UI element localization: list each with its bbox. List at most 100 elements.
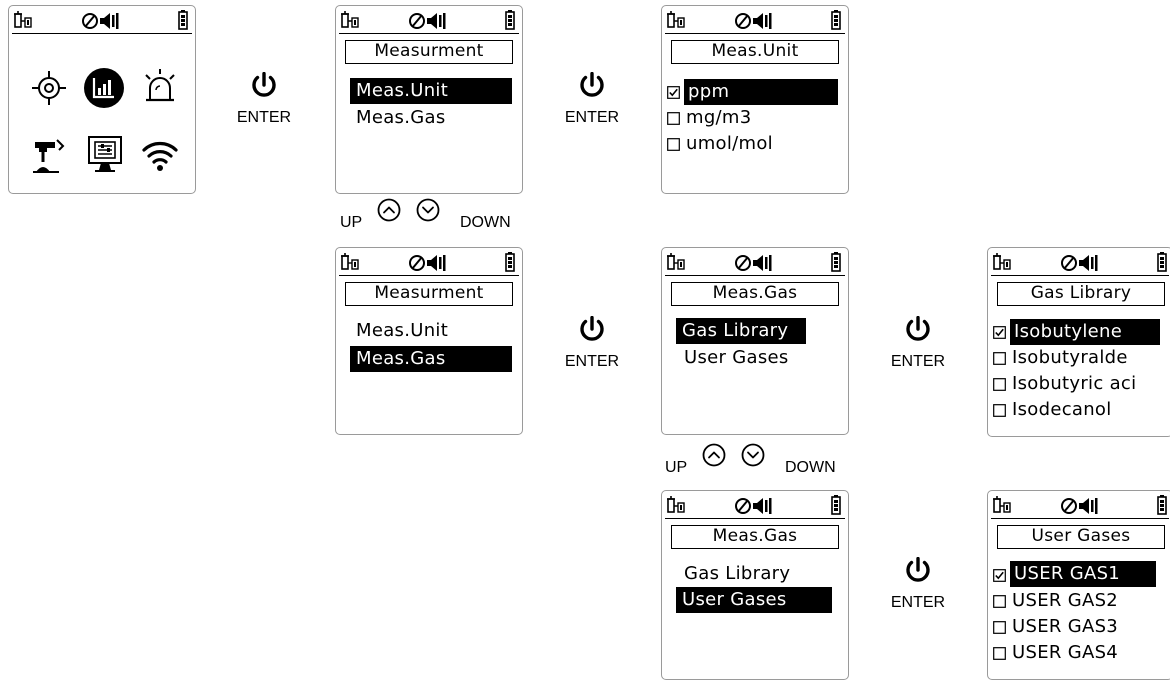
meas-unit-screen: Meas.Unit ppm mg/m3 umol/mol: [661, 5, 849, 194]
enter-step-5: ENTER: [878, 557, 958, 612]
sensor-icon: [667, 11, 685, 28]
screen-title: Measurment: [345, 40, 513, 64]
screen-title: User Gases: [997, 525, 1165, 549]
checked-box-icon[interactable]: [667, 86, 680, 99]
down-label: DOWN: [460, 214, 511, 231]
wifi-icon[interactable]: [140, 136, 180, 176]
up-arrow-icon: [702, 443, 726, 467]
status-bar: [988, 248, 1170, 274]
enter-label: ENTER: [564, 109, 620, 126]
status-divider: [665, 275, 845, 276]
battery-icon: [1157, 495, 1167, 515]
sensor-icon: [667, 253, 685, 270]
status-bar: [336, 248, 522, 274]
sensor-icon: [341, 253, 359, 270]
power-icon: [906, 316, 930, 341]
down-arrow-icon: [741, 443, 765, 467]
status-bar: [9, 6, 195, 32]
screen-title: Meas.Gas: [671, 525, 839, 549]
checkbox-icon[interactable]: [993, 404, 1006, 417]
power-icon: [252, 72, 276, 97]
option-isodecanol[interactable]: Isodecanol: [1012, 399, 1112, 420]
battery-icon: [505, 252, 515, 272]
menu-item-user-gases[interactable]: User Gases: [676, 587, 832, 613]
up-label: UP: [340, 214, 363, 231]
sound-icon: [409, 12, 447, 30]
gas-library-screen: Gas Library Isobutylene Isobutyralde Iso…: [987, 247, 1170, 437]
sound-icon: [1061, 497, 1099, 515]
menu-item-user-gases[interactable]: User Gases: [684, 347, 789, 368]
option-ppm[interactable]: ppm: [684, 79, 838, 105]
battery-icon: [178, 10, 188, 30]
down-arrow-icon: [416, 198, 440, 222]
option-mg-m3[interactable]: mg/m3: [686, 107, 752, 128]
option-user-gas4[interactable]: USER GAS4: [1012, 642, 1119, 663]
down-label: DOWN: [785, 459, 836, 476]
enter-step-1: ENTER: [224, 72, 304, 127]
status-divider: [339, 275, 519, 276]
status-divider: [665, 518, 845, 519]
status-bar: [336, 6, 522, 32]
option-user-gas1[interactable]: USER GAS1: [1010, 561, 1156, 587]
checkbox-icon[interactable]: [993, 621, 1006, 634]
menu-item-meas-unit[interactable]: Meas.Unit: [356, 320, 449, 341]
sensor-icon: [993, 253, 1011, 270]
enter-label: ENTER: [236, 109, 292, 126]
checkbox-icon[interactable]: [667, 112, 680, 125]
option-user-gas2[interactable]: USER GAS2: [1012, 590, 1119, 611]
sensor-icon: [341, 11, 359, 28]
checked-box-icon[interactable]: [993, 326, 1006, 339]
enter-step-3: ENTER: [552, 316, 632, 371]
main-menu-screen: [8, 5, 196, 194]
screen-title: Measurment: [345, 282, 513, 306]
power-icon: [906, 557, 930, 582]
checkbox-icon[interactable]: [667, 138, 680, 151]
settings-monitor-icon[interactable]: [85, 134, 125, 176]
option-user-gas3[interactable]: USER GAS3: [1012, 616, 1119, 637]
battery-icon: [831, 10, 841, 30]
battery-icon: [831, 495, 841, 515]
checkbox-icon[interactable]: [993, 378, 1006, 391]
menu-item-meas-gas[interactable]: Meas.Gas: [350, 346, 512, 372]
option-isobutylene[interactable]: Isobutylene: [1010, 319, 1160, 345]
up-label: UP: [665, 459, 688, 476]
sound-icon: [1061, 254, 1099, 272]
up-arrow-icon: [377, 198, 401, 222]
menu-item-gas-library[interactable]: Gas Library: [684, 563, 791, 584]
status-bar: [988, 491, 1170, 517]
up-down-step-2: UP DOWN: [665, 443, 865, 479]
alarm-icon[interactable]: [140, 66, 180, 106]
menu-item-gas-library[interactable]: Gas Library: [676, 318, 806, 344]
battery-icon: [831, 252, 841, 272]
checkbox-icon[interactable]: [993, 595, 1006, 608]
sensor-icon: [993, 496, 1011, 513]
status-bar: [662, 491, 848, 517]
checkbox-icon[interactable]: [993, 647, 1006, 660]
calibration-icon[interactable]: [29, 136, 69, 176]
checkbox-icon[interactable]: [993, 352, 1006, 365]
option-umol-mol[interactable]: umol/mol: [686, 133, 773, 154]
power-icon: [580, 72, 604, 97]
up-down-step-1: UP DOWN: [340, 198, 540, 234]
target-icon[interactable]: [29, 68, 69, 108]
meas-gas-user-screen: Meas.Gas Gas Library User Gases: [661, 490, 849, 680]
status-divider: [339, 33, 519, 34]
status-bar: [662, 248, 848, 274]
menu-item-meas-gas[interactable]: Meas.Gas: [356, 107, 446, 128]
menu-item-meas-unit[interactable]: Meas.Unit: [350, 78, 512, 104]
screen-title: Gas Library: [997, 282, 1165, 306]
sensor-icon: [667, 496, 685, 513]
chart-icon[interactable]: [82, 66, 126, 110]
enter-label: ENTER: [890, 594, 946, 611]
battery-icon: [505, 10, 515, 30]
screen-title: Meas.Unit: [671, 40, 839, 64]
status-bar: [662, 6, 848, 32]
screen-title: Meas.Gas: [671, 282, 839, 306]
option-isobutyralde[interactable]: Isobutyralde: [1012, 347, 1128, 368]
measurement-gas-screen: Measurment Meas.Unit Meas.Gas: [335, 247, 523, 435]
status-divider: [12, 33, 192, 34]
option-isobutyric-aci[interactable]: Isobutyric aci: [1012, 373, 1137, 394]
sound-icon: [409, 254, 447, 272]
checked-box-icon[interactable]: [993, 569, 1006, 582]
status-divider: [991, 275, 1169, 276]
